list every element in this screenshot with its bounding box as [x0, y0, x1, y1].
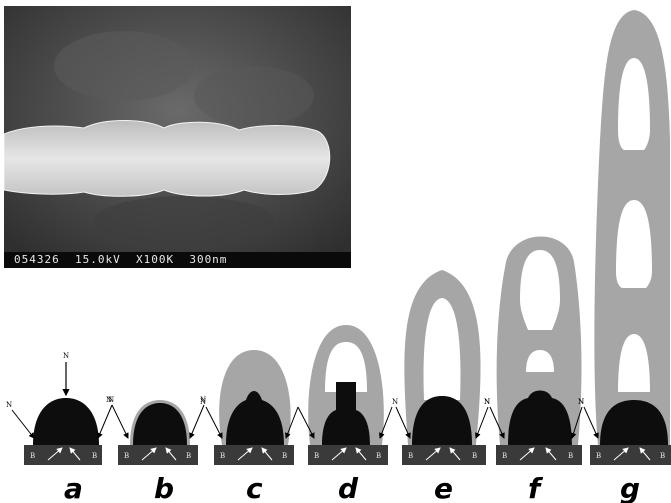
label-b: b	[154, 472, 174, 503]
stage-c: N B B c	[200, 350, 298, 503]
substrate-a	[24, 445, 102, 465]
b-marker-right-a: B	[92, 452, 97, 460]
b-marker-right-f: B	[568, 452, 573, 460]
arrow-left-a	[12, 410, 34, 438]
b-marker-left-g: B	[596, 452, 601, 460]
arrow-right-a	[98, 405, 112, 438]
b-marker-right-g: B	[660, 452, 665, 460]
b-marker-right-b: B	[186, 452, 191, 460]
label-e: e	[434, 472, 453, 503]
n-marker-left-f: N	[484, 398, 490, 406]
n-marker-left-a: N	[6, 401, 12, 409]
stage-e: N N B B e	[392, 270, 490, 503]
n-marker-top-a: N	[63, 352, 69, 360]
label-a: a	[64, 472, 83, 503]
label-f: f	[528, 472, 544, 503]
stage-g: N B B g	[578, 10, 671, 503]
stage-a: N N N B B a	[6, 352, 114, 503]
label-d: d	[338, 472, 359, 503]
label-c: c	[246, 472, 263, 503]
catalyst-particle-a	[33, 398, 99, 445]
b-marker-left-f: B	[502, 452, 507, 460]
b-marker-right-c: B	[282, 452, 287, 460]
n-marker-left-c: N	[200, 398, 206, 406]
stage-b: N N B B b	[106, 396, 206, 503]
b-marker-right-e: B	[472, 452, 477, 460]
substrate-g	[590, 445, 671, 465]
b-marker-right-d: B	[376, 452, 381, 460]
n-marker-left-g: N	[578, 398, 584, 406]
cavity-f-upper	[520, 250, 560, 330]
b-marker-left-d: B	[314, 452, 319, 460]
b-marker-left-c: B	[220, 452, 225, 460]
stage-d: B B d	[298, 325, 392, 503]
n-marker-left-b: N	[106, 396, 112, 404]
label-g: g	[620, 472, 640, 503]
n-marker-left-e: N	[392, 398, 398, 406]
stage-f: N N B B f	[484, 237, 584, 503]
b-marker-left-e: B	[408, 452, 413, 460]
b-marker-left-a: B	[30, 452, 35, 460]
b-marker-left-b: B	[124, 452, 129, 460]
